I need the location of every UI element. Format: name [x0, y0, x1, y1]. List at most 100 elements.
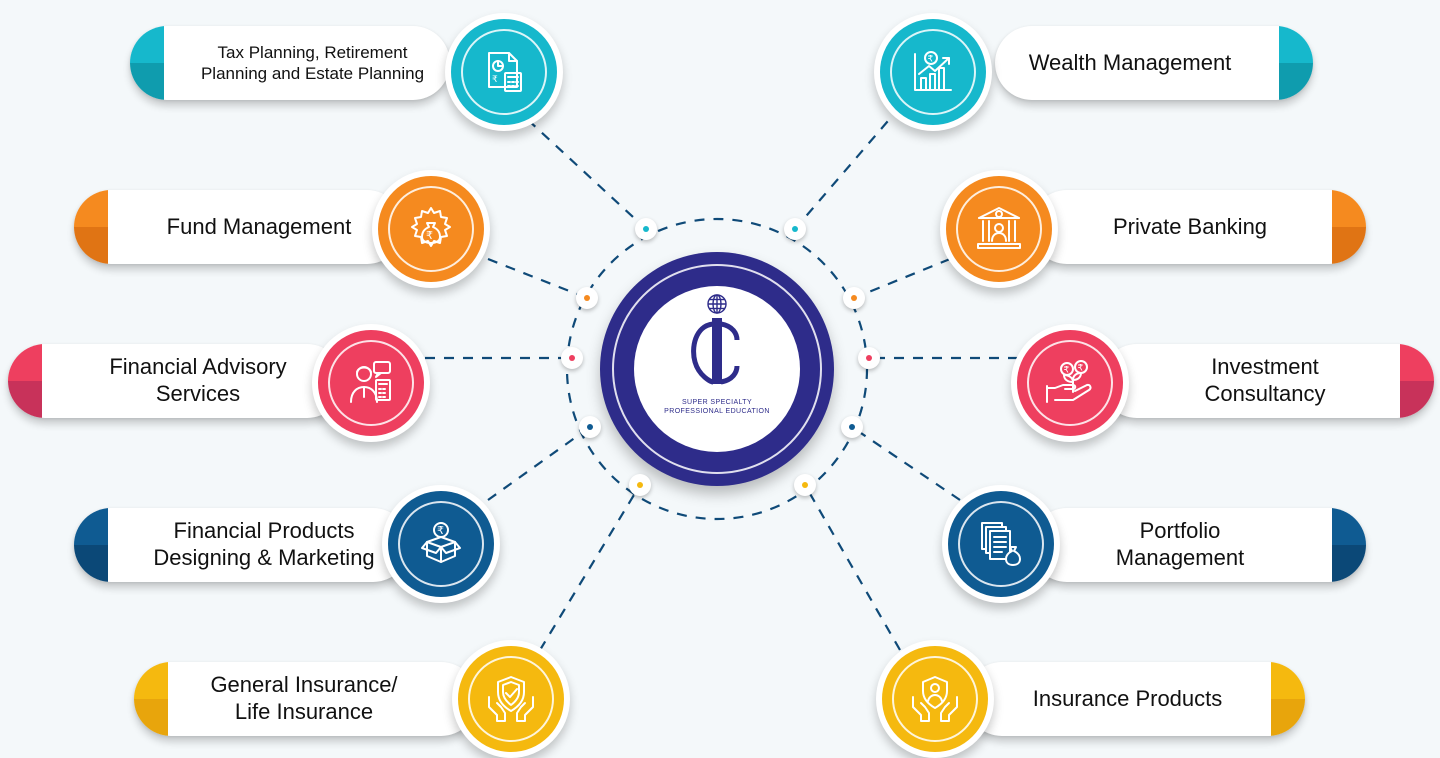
service-card-fund-management[interactable]: Fund Management [74, 190, 404, 264]
hub-connector-dot [576, 287, 598, 309]
card-accent-cap [134, 662, 168, 736]
dot-center [643, 226, 649, 232]
hub-connector-dot [561, 347, 583, 369]
card-accent-bottom [134, 699, 168, 736]
card-accent-bottom [74, 545, 108, 582]
svg-text:₹: ₹ [437, 524, 444, 537]
hub-connector-dot [784, 218, 806, 240]
card-accent-top [1271, 662, 1305, 699]
svg-text:₹: ₹ [426, 229, 433, 242]
card-accent-bottom [1279, 63, 1313, 100]
tax-document-calculator-icon: ₹ [461, 29, 547, 115]
service-card-private-banking[interactable]: Private Banking [1030, 190, 1366, 264]
service-card-general-insurance[interactable]: General Insurance/ Life Insurance [134, 662, 478, 736]
dot-center [802, 482, 808, 488]
card-accent-bottom [74, 227, 108, 264]
card-accent-bottom [130, 63, 164, 100]
service-badge-insurance-products[interactable] [876, 640, 994, 758]
card-accent-cap [1279, 26, 1313, 100]
hub-connector-dot [635, 218, 657, 240]
service-label: Insurance Products [1032, 685, 1223, 711]
documents-money-bag-icon [958, 501, 1044, 587]
dashed-hub-ring [565, 217, 869, 521]
connector-wealth-management [794, 106, 901, 230]
hand-coins-plant-icon: ₹₹ [1027, 340, 1113, 426]
card-accent-top [1279, 26, 1313, 63]
connector-tax-planning [513, 106, 647, 230]
service-card-tax-planning[interactable]: Tax Planning, Retirement Planning and Es… [130, 26, 450, 100]
service-label: Financial Advisory Services [109, 354, 287, 406]
service-label: Investment Consultancy [1204, 354, 1326, 406]
card-accent-top [74, 190, 108, 227]
service-card-investment-consultancy[interactable]: Investment Consultancy [1100, 344, 1434, 418]
connector-portfolio-management [851, 426, 961, 501]
dot-center [851, 295, 857, 301]
service-badge-general-insurance[interactable] [452, 640, 570, 758]
card-accent-top [130, 26, 164, 63]
card-accent-top [134, 662, 168, 699]
globe-ic-logo-icon [691, 294, 740, 385]
hub-connector-dot [858, 347, 880, 369]
service-badge-financial-products[interactable]: ₹ [382, 485, 500, 603]
hub-connector-dot [843, 287, 865, 309]
hub-caption: SUPER SPECIALTY PROFESSIONAL EDUCATION [664, 399, 770, 415]
card-accent-cap [74, 190, 108, 264]
connector-general-insurance [539, 484, 641, 651]
svg-text:₹: ₹ [928, 55, 934, 65]
card-accent-top [1400, 344, 1434, 381]
card-accent-top [74, 508, 108, 545]
card-accent-bottom [1332, 545, 1366, 582]
service-label: Wealth Management [1028, 49, 1232, 75]
dot-center [569, 355, 575, 361]
dot-center [587, 424, 593, 430]
card-accent-cap [130, 26, 164, 100]
growth-chart-icon: ₹ [890, 29, 976, 115]
service-card-insurance-products[interactable]: Insurance Products [965, 662, 1305, 736]
card-accent-cap [1400, 344, 1434, 418]
card-accent-top [8, 344, 42, 381]
hub-connector-dot [794, 474, 816, 496]
service-card-financial-products[interactable]: Financial Products Designing & Marketing [74, 508, 410, 582]
card-accent-top [1332, 190, 1366, 227]
service-badge-portfolio-management[interactable] [942, 485, 1060, 603]
shield-hands-icon [468, 656, 554, 742]
advisor-calculator-icon [328, 340, 414, 426]
hands-protecting-person-icon [892, 656, 978, 742]
card-accent-bottom [1271, 699, 1305, 736]
dot-center [584, 295, 590, 301]
service-label: Portfolio Management [1115, 518, 1245, 570]
service-card-financial-advisory[interactable]: Financial Advisory Services [8, 344, 344, 418]
service-badge-investment-consultancy[interactable]: ₹₹ [1011, 324, 1129, 442]
bank-banker-icon [956, 186, 1042, 272]
card-accent-cap [1332, 190, 1366, 264]
card-accent-bottom [1400, 381, 1434, 418]
card-accent-bottom [1332, 227, 1366, 264]
service-badge-fund-management[interactable]: ₹ [372, 170, 490, 288]
service-label: Private Banking [1112, 213, 1268, 239]
hub-connector-dot [579, 416, 601, 438]
service-label: General Insurance/ Life Insurance [210, 672, 398, 724]
dot-center [866, 355, 872, 361]
connector-private-banking [853, 257, 951, 300]
dot-center [637, 482, 643, 488]
connector-fund-management [487, 257, 588, 300]
card-accent-cap [1332, 508, 1366, 582]
service-badge-financial-advisory[interactable] [312, 324, 430, 442]
service-card-portfolio-management[interactable]: Portfolio Management [1030, 508, 1366, 582]
service-badge-wealth-management[interactable]: ₹ [874, 13, 992, 131]
service-badge-tax-planning[interactable]: ₹ [445, 13, 563, 131]
card-accent-cap [1271, 662, 1305, 736]
dot-center [849, 424, 855, 430]
connector-financial-products [487, 426, 591, 501]
hub-connector-dot [629, 474, 651, 496]
connector-insurance-products [804, 484, 901, 651]
service-badge-private-banking[interactable] [940, 170, 1058, 288]
card-accent-top [1332, 508, 1366, 545]
service-card-wealth-management[interactable]: Wealth Management [995, 26, 1313, 100]
service-label: Fund Management [166, 213, 352, 239]
open-box-coin-icon: ₹ [398, 501, 484, 587]
hub-connector-dot [841, 416, 863, 438]
svg-text:₹: ₹ [1078, 364, 1084, 374]
service-label: Tax Planning, Retirement Planning and Es… [200, 42, 425, 83]
